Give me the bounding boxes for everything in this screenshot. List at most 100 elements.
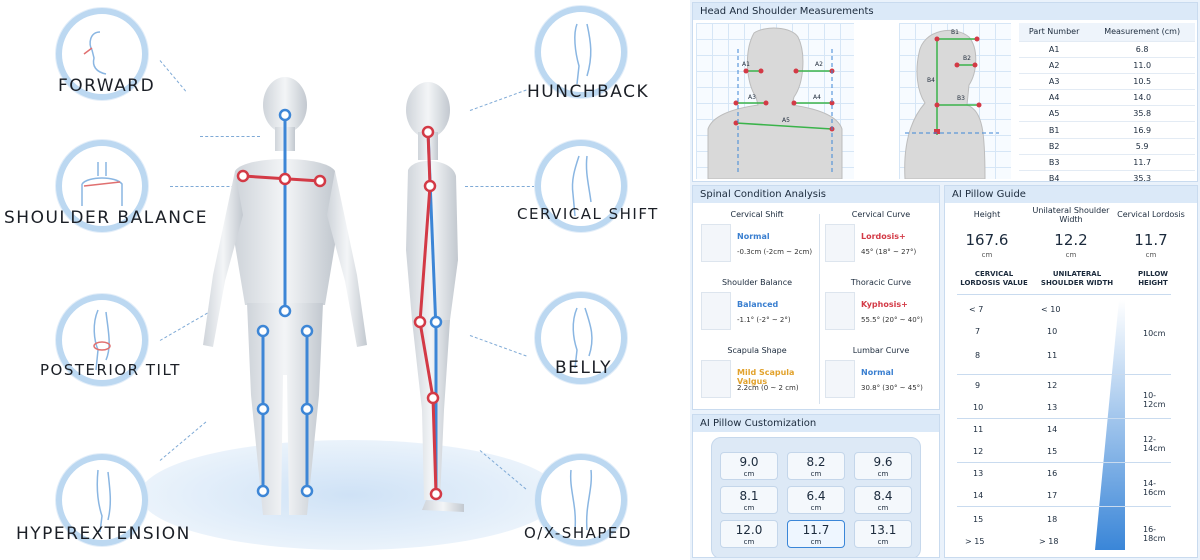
floor-platform: [140, 440, 560, 550]
cervical-curve-thumbnail: [825, 224, 855, 262]
thoracic-curve-title: Thoracic Curve: [850, 278, 912, 287]
scapula-shape-thumbnail: [701, 360, 731, 398]
cervical-shift-value: -0.3cm (-2cm ~ 2cm): [737, 248, 813, 256]
report-panel: Head And Shoulder Measurements A1 A2 A3: [690, 0, 1200, 560]
part-cell: A5: [1019, 105, 1090, 122]
lordosis-cell: > 15: [965, 537, 985, 546]
value-cell: 16.9: [1089, 121, 1195, 139]
spinal-title: Spinal Condition Analysis: [693, 186, 939, 203]
head-shoulder-title: Head And Shoulder Measurements: [693, 3, 1197, 20]
lordosis-cell: 13: [973, 469, 984, 478]
label-b2: B2: [963, 55, 971, 62]
belly-icon: [535, 292, 627, 384]
value-cell: 35.8: [1089, 105, 1195, 122]
guide-table-header: CERVICAL LORDOSIS VALUE UNILATERAL SHOUL…: [957, 270, 1185, 294]
value-cell: 6.8: [1089, 40, 1195, 58]
pillow-guide-panel: AI Pillow Guide Height 167.6 cm Unilater…: [944, 185, 1198, 558]
lordosis-cell: 7: [975, 327, 981, 336]
front-head-scan: A1 A2 A3 A4 A5: [696, 23, 854, 179]
thoracic-curve-thumbnail: [825, 292, 855, 330]
cervical-curve-value: 45° (18° ~ 27°): [861, 248, 917, 256]
thoracic-curve-card: Thoracic Curve Kyphosis+ 55.5° (20° ~ 40…: [821, 278, 939, 348]
label-hunchback: HUNCHBACK: [527, 82, 650, 102]
cell-unit: cm: [810, 538, 822, 546]
scapula-shape-value: 2.2cm (0 ~ 2 cm): [737, 384, 799, 392]
pillow-height-wedge: [1095, 300, 1125, 550]
shoulder-cell: 11: [1047, 351, 1058, 360]
shoulder-balance-status: Balanced: [737, 300, 779, 309]
connector-cervical: [465, 186, 535, 187]
customization-title: AI Pillow Customization: [693, 415, 939, 432]
cervical-curve-card: Cervical Curve Lordosis+ 45° (18° ~ 27°): [821, 210, 939, 280]
col-pillow-height: PILLOW HEIGHT: [1137, 270, 1169, 287]
lordosis-cell: 9: [975, 381, 981, 390]
label-a5: A5: [782, 117, 790, 124]
label-shoulder-balance: SHOULDER BALANCE: [4, 208, 209, 228]
cervical-shift-title: Cervical Shift: [730, 210, 784, 219]
pillow-height-cell: 10cm: [1143, 329, 1166, 338]
lordosis-label: Cervical Lordosis: [1117, 210, 1185, 219]
pillow-height-cell: 14-16cm: [1143, 479, 1166, 497]
shoulder-width-value: 12.2: [1054, 231, 1088, 249]
height-label: Height: [973, 210, 1001, 219]
value-cell: 11.0: [1089, 56, 1195, 74]
part-cell: B4: [1019, 169, 1090, 181]
label-ox-shaped: O/X-SHAPED: [524, 524, 632, 542]
cell-unit: cm: [743, 538, 755, 546]
cell-unit: cm: [743, 470, 755, 478]
shoulder-cell: 13: [1047, 403, 1058, 412]
shoulder-width-label: Unilateral Shoulder Width: [1032, 206, 1110, 224]
part-cell: A2: [1019, 56, 1090, 74]
label-b1: B1: [951, 29, 959, 36]
value-cell: 11.7: [1089, 153, 1195, 171]
label-a1: A1: [742, 61, 750, 68]
cervical-shift-status: Normal: [737, 232, 770, 241]
label-b3: B3: [957, 95, 965, 102]
cell-value: 8.2: [806, 455, 826, 469]
cell-unit: cm: [810, 470, 822, 478]
height-unit: cm: [981, 251, 993, 259]
spinal-panel: Spinal Condition Analysis Cervical Shift…: [692, 185, 940, 410]
lordosis-cell: < 7: [969, 305, 984, 314]
col-part-number: Part Number: [1019, 23, 1090, 41]
cell-value: 9.0: [739, 455, 759, 469]
connector-forward: [159, 60, 187, 92]
scapula-shape-status: Mild Scapula Valgus: [737, 368, 795, 386]
cervical-curve-title: Cervical Curve: [851, 210, 911, 219]
shoulder-cell: > 18: [1039, 537, 1059, 546]
shoulder-cell: 15: [1047, 447, 1058, 456]
shoulder-cell: 14: [1047, 425, 1058, 434]
forward-icon: [56, 8, 148, 100]
shoulder-balance-title: Shoulder Balance: [721, 278, 793, 287]
col-lordosis-value: CERVICAL LORDOSIS VALUE: [960, 270, 1028, 287]
pillow-height-cell: 16-18cm: [1143, 525, 1166, 543]
shoulder-cell: < 10: [1041, 305, 1061, 314]
cell-value: 9.6: [873, 455, 893, 469]
pillow-height-cell: 10-12cm: [1143, 391, 1166, 409]
shoulder-balance-icon: [56, 140, 148, 232]
guide-table: CERVICAL LORDOSIS VALUE UNILATERAL SHOUL…: [945, 270, 1197, 557]
cell-value: 11.7: [802, 523, 830, 537]
ox-shaped-icon: [535, 454, 627, 546]
shoulder-balance-thumbnail: [701, 292, 731, 330]
hunchback-icon: [535, 6, 627, 98]
label-belly: BELLY: [555, 358, 612, 378]
guide-group: 15 > 15 18 > 18 16-18cm: [957, 506, 1171, 557]
lordosis-cell: 14: [973, 491, 984, 500]
part-cell: B3: [1019, 153, 1090, 171]
posterior-tilt-icon: [56, 294, 148, 386]
